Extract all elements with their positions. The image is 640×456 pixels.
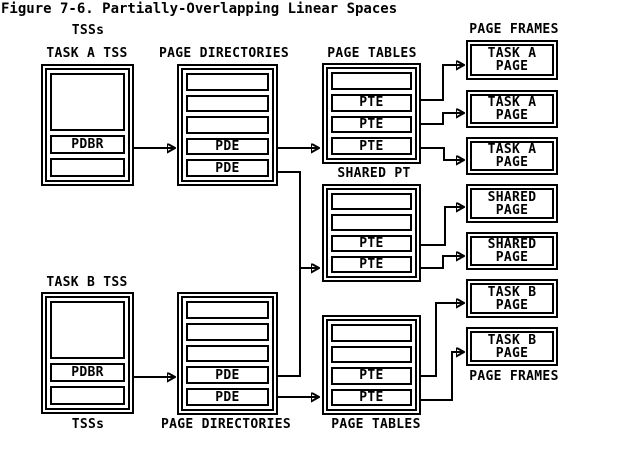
page-frame-task-a-1-inner: TASK A PAGE: [470, 44, 554, 76]
page-table-b-box: PTE PTE: [322, 315, 421, 415]
frame-text-line1: SHARED: [487, 189, 537, 205]
page-directory-b-entry-2: [186, 322, 269, 341]
shared-page-table-entry-2: [331, 214, 412, 231]
page-table-a-entry-1: [331, 72, 412, 90]
page-table-b-entry-1: [331, 324, 412, 342]
frame-text-line2: PAGE: [495, 59, 529, 74]
frame-text-line2: PAGE: [495, 155, 529, 170]
label-page-directories-bottom: PAGE DIRECTORIES: [160, 417, 292, 432]
label-task-b-tss: TASK B TSS: [46, 275, 128, 290]
frame-text-line2: PAGE: [495, 297, 529, 313]
task-b-tss-box: PDBR: [41, 292, 134, 414]
page-directory-b-pde-2: PDE: [186, 388, 269, 406]
page-frame-shared-2: SHARED PAGE: [466, 232, 558, 270]
label-page-directories-top: PAGE DIRECTORIES: [158, 46, 290, 61]
page-frame-task-b-2: TASK B PAGE: [466, 327, 558, 366]
task-a-tss-box: PDBR: [41, 64, 134, 186]
page-table-b-entry-2: [331, 345, 412, 363]
arrow-shared-pte1-to-shared-page-1: [421, 207, 464, 246]
frame-text-line1: TASK A: [487, 46, 537, 61]
arrow-pte-b1-to-frame-b1: [421, 303, 464, 377]
label-shared-pt: SHARED PT: [337, 166, 411, 181]
task-a-tss-empty-cell: [50, 73, 125, 131]
page-table-a-pte-1: PTE: [331, 93, 412, 112]
task-b-tss-empty-cell: [50, 301, 125, 359]
page-directory-b-entry-3: [186, 344, 269, 363]
page-frame-shared-2-inner: SHARED PAGE: [470, 236, 554, 266]
label-task-a-tss: TASK A TSS: [46, 46, 128, 61]
page-directory-b-box-inner: PDE PDE: [181, 296, 274, 411]
page-table-b-pte-1: PTE: [331, 367, 412, 385]
frame-text-line2: PAGE: [495, 345, 529, 361]
frame-text-line1: TASK B: [487, 332, 537, 348]
page-table-a-box-inner: PTE PTE PTE: [326, 67, 417, 160]
page-directory-a-entry-3: [186, 116, 269, 134]
label-tsss-top: TSSs: [71, 23, 105, 38]
page-frame-task-a-1: TASK A PAGE: [466, 40, 558, 80]
task-b-pdbr-cell: PDBR: [50, 363, 125, 382]
shared-page-table-box: PTE PTE: [322, 184, 421, 282]
label-tsss-bottom: TSSs: [71, 417, 105, 432]
frame-text-line1: SHARED: [487, 237, 537, 252]
frame-text-line2: PAGE: [495, 202, 529, 218]
page-frame-shared-1-inner: SHARED PAGE: [470, 188, 554, 219]
frame-text-line1: TASK B: [487, 284, 537, 300]
arrow-shared-pte2-to-shared-page-2: [421, 256, 464, 269]
page-directory-a-box: PDE PDE: [177, 64, 278, 186]
page-frame-task-b-2-inner: TASK B PAGE: [470, 331, 554, 362]
shared-page-table-box-inner: PTE PTE: [326, 188, 417, 278]
wire-pde-a2-and-pde-b1-shared: [278, 171, 301, 377]
frame-text-line2: PAGE: [495, 250, 529, 265]
frame-text-line2: PAGE: [495, 108, 529, 123]
arrow-pte-a2-to-frame-2: [421, 113, 464, 125]
page-frame-task-b-1-inner: TASK B PAGE: [470, 283, 554, 314]
page-frame-task-b-1: TASK B PAGE: [466, 279, 558, 318]
page-frame-task-a-3-inner: TASK A PAGE: [470, 141, 554, 171]
page-frame-task-a-3: TASK A PAGE: [466, 137, 558, 175]
arrow-pte-b2-to-frame-b2: [421, 352, 464, 401]
page-directory-a-entry-1: [186, 73, 269, 91]
page-directory-b-box: PDE PDE: [177, 292, 278, 415]
shared-page-table-pte-2: PTE: [331, 256, 412, 273]
arrow-pte-a1-to-frame-1: [421, 65, 464, 101]
page-directory-b-entry-1: [186, 301, 269, 319]
page-frame-task-a-2-inner: TASK A PAGE: [470, 94, 554, 124]
page-directory-a-pde-1: PDE: [186, 137, 269, 156]
page-frame-task-a-2: TASK A PAGE: [466, 90, 558, 128]
page-table-a-pte-2: PTE: [331, 115, 412, 134]
arrow-pte-a3-to-frame-3: [421, 147, 464, 160]
page-table-b-pte-2: PTE: [331, 388, 412, 406]
label-page-frames-bottom: PAGE FRAMES: [469, 369, 559, 384]
shared-page-table-entry-1: [331, 193, 412, 210]
shared-page-table-pte-1: PTE: [331, 235, 412, 252]
page-directory-a-box-inner: PDE PDE: [181, 68, 274, 182]
task-b-tss-box-inner: PDBR: [45, 296, 130, 410]
label-page-tables-bottom: PAGE TABLES: [331, 417, 421, 432]
page-frame-shared-1: SHARED PAGE: [466, 184, 558, 223]
task-a-tss-bottom-cell: [50, 158, 125, 177]
task-a-pdbr-cell: PDBR: [50, 135, 125, 154]
label-page-frames-top: PAGE FRAMES: [469, 22, 559, 37]
label-page-tables-top: PAGE TABLES: [327, 46, 417, 61]
frame-text-line1: TASK A: [487, 95, 537, 110]
frame-text-line1: TASK A: [487, 142, 537, 157]
page-table-b-box-inner: PTE PTE: [326, 319, 417, 411]
page-directory-b-pde-1: PDE: [186, 366, 269, 385]
figure-title: Figure 7-6. Partially-Overlapping Linear…: [1, 1, 398, 17]
page-directory-a-entry-2: [186, 94, 269, 113]
task-b-tss-bottom-cell: [50, 386, 125, 405]
page-directory-a-pde-2: PDE: [186, 159, 269, 177]
task-a-tss-box-inner: PDBR: [45, 68, 130, 182]
page-table-a-pte-3: PTE: [331, 137, 412, 155]
page-table-a-box: PTE PTE PTE: [322, 63, 421, 164]
